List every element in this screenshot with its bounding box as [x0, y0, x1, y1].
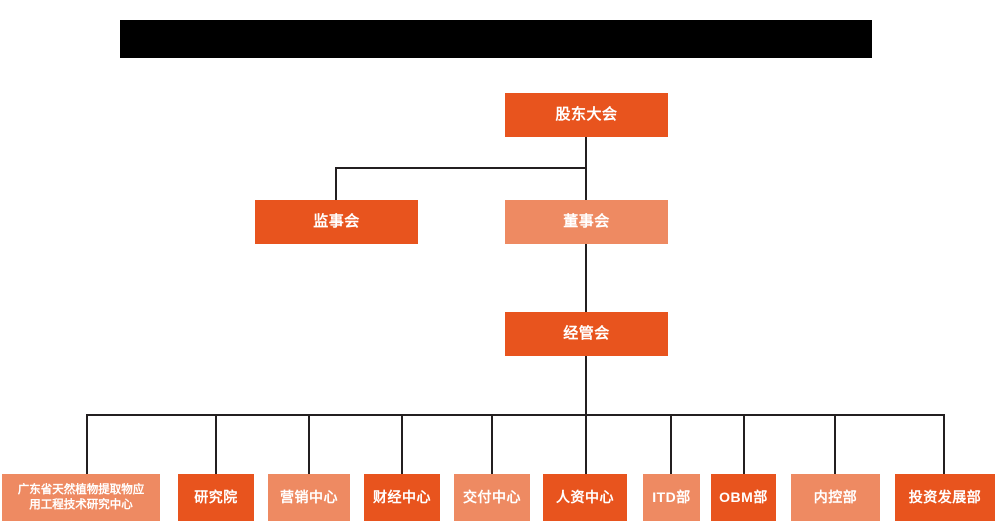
connector-drop-supervisors: [335, 167, 337, 200]
node-obm-department[interactable]: OBM部: [711, 474, 776, 521]
connector-drop-obm: [743, 414, 745, 474]
node-label: 监事会: [313, 212, 360, 230]
node-hr-center[interactable]: 人资中心: [543, 474, 627, 521]
node-label: 股东大会: [555, 105, 618, 123]
node-shareholders-meeting[interactable]: 股东大会: [505, 93, 668, 137]
connector-drop-institute: [215, 414, 217, 474]
connector-drop-finance: [401, 414, 403, 474]
node-itd-department[interactable]: ITD部: [643, 474, 700, 521]
node-guangdong-research-center[interactable]: 广东省天然植物提取物应 用工程技术研究中心: [2, 474, 160, 521]
node-label-line2: 用工程技术研究中心: [29, 498, 133, 511]
node-delivery-center[interactable]: 交付中心: [454, 474, 530, 521]
node-label: 交付中心: [463, 488, 521, 505]
connector-drop-research-center: [86, 414, 88, 474]
connector-departments-bus: [86, 414, 945, 416]
node-label: 营销中心: [280, 488, 338, 505]
node-board-of-supervisors[interactable]: 监事会: [255, 200, 418, 244]
connector-drop-directors: [585, 167, 587, 200]
connector-drop-delivery: [491, 414, 493, 474]
node-management-committee[interactable]: 经管会: [505, 312, 668, 356]
node-board-of-directors[interactable]: 董事会: [505, 200, 668, 244]
node-label: 财经中心: [373, 488, 431, 505]
redacted-title-bar: [120, 20, 872, 58]
node-label: 董事会: [563, 212, 610, 230]
node-finance-center[interactable]: 财经中心: [364, 474, 440, 521]
node-label: 人资中心: [556, 488, 614, 505]
node-label: 研究院: [194, 488, 238, 505]
node-label: 经管会: [563, 324, 610, 342]
node-internal-control-department[interactable]: 内控部: [791, 474, 880, 521]
node-label: 投资发展部: [908, 488, 982, 505]
connector-drop-investment: [943, 414, 945, 474]
node-label-line1: 广东省天然植物提取物应: [17, 484, 145, 497]
node-institute[interactable]: 研究院: [178, 474, 254, 521]
connector-tier2-bus: [335, 167, 587, 169]
connector-drop-internal-control: [834, 414, 836, 474]
connector-drop-itd: [670, 414, 672, 474]
connector-drop-hr: [585, 414, 587, 474]
node-marketing-center[interactable]: 营销中心: [268, 474, 350, 521]
node-label: ITD部: [652, 488, 691, 505]
connector-drop-marketing: [308, 414, 310, 474]
connector-management-stem: [585, 356, 587, 416]
node-investment-development-department[interactable]: 投资发展部: [895, 474, 995, 521]
connector-directors-to-management: [585, 244, 587, 312]
node-label: 内控部: [813, 488, 858, 505]
node-label: OBM部: [719, 488, 768, 505]
connector-shareholders-stem: [585, 137, 587, 168]
